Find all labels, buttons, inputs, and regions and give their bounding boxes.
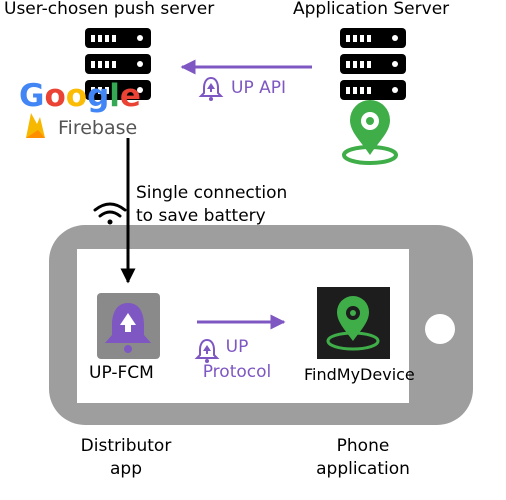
push-server-icon bbox=[85, 28, 151, 100]
firebase-label: Firebase bbox=[58, 117, 138, 139]
wifi-icon bbox=[93, 202, 127, 225]
app-server-icon bbox=[340, 28, 406, 100]
distributor-name: UP-FCM bbox=[89, 363, 154, 383]
firebase-flame-icon bbox=[26, 113, 45, 138]
up-api-label: UP API bbox=[231, 78, 286, 98]
phone-home-button bbox=[425, 314, 455, 344]
phone-app-caption-line2: application bbox=[316, 459, 410, 479]
location-pin-icon bbox=[342, 100, 398, 165]
app-server-label: Application Server bbox=[293, 0, 450, 19]
protocol-label-line1: UP bbox=[225, 337, 249, 357]
phone-app-caption-line1: Phone bbox=[336, 436, 390, 456]
push-server-label: User-chosen push server bbox=[4, 0, 215, 19]
up-fcm-app-icon bbox=[97, 293, 160, 359]
distributor-caption-line2: app bbox=[110, 459, 142, 479]
google-logo: Google bbox=[19, 78, 141, 114]
bell-icon bbox=[198, 76, 224, 101]
protocol-label-line2: Protocol bbox=[202, 362, 272, 382]
svg-text:Google: Google bbox=[19, 78, 141, 114]
findmydevice-app-icon bbox=[317, 287, 390, 359]
connection-label-line1: Single connection bbox=[136, 183, 288, 203]
protocol-bell-icon bbox=[194, 338, 220, 363]
distributor-caption-line1: Distributor bbox=[80, 436, 172, 456]
phone-app-name: FindMyDevice bbox=[304, 365, 415, 384]
connection-label-line2: to save battery bbox=[136, 206, 266, 226]
